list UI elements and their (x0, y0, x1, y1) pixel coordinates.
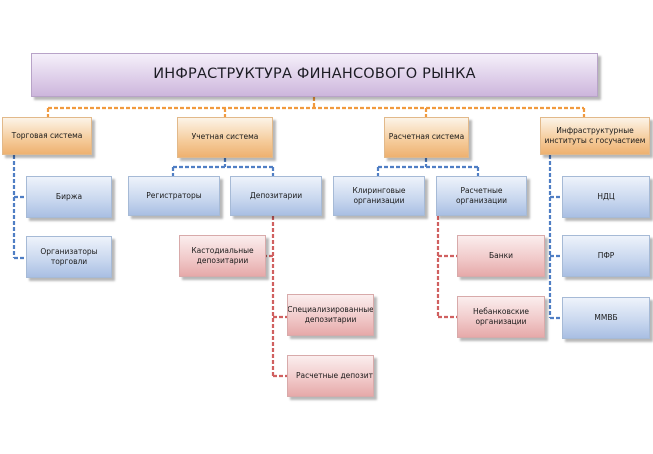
category-trading-system: Торговая система (2, 117, 92, 155)
node-specialized-depositaries: Специализированные депозитарии (287, 294, 374, 336)
node-pfr: ПФР (562, 235, 650, 277)
connector-settlement-bus (376, 158, 480, 176)
node-mmvb: ММВБ (562, 297, 650, 339)
node-depositaries: Депозитарии (230, 176, 322, 216)
node-ndc: НДЦ (562, 176, 650, 218)
category-accounting-system: Учетная система (177, 117, 273, 158)
node-custodial-depositaries: Кастодиальные депозитарии (179, 235, 266, 277)
category-infrastructure-institutions: Инфраструктурные институты с госучастием (540, 117, 650, 155)
node-settlement-depositaries: Расчетные депозитарии (287, 355, 374, 397)
node-nonbank-organizations: Небанковские организации (457, 296, 545, 338)
node-registrars: Регистраторы (128, 176, 220, 216)
node-birzha: Биржа (26, 176, 112, 218)
node-trading-organizers: Организаторы торговли (26, 236, 112, 278)
node-settlement-organizations: Расчетные организации (436, 176, 527, 216)
node-banks: Банки (457, 235, 545, 277)
node-clearing-organizations: Клиринговые организации (333, 176, 425, 216)
connector-accounting-bus (171, 158, 275, 176)
category-settlement-system: Расчетная система (384, 117, 469, 158)
diagram-title: ИНФРАСТРУКТУРА ФИНАНСОВОГО РЫНКА (31, 53, 598, 97)
